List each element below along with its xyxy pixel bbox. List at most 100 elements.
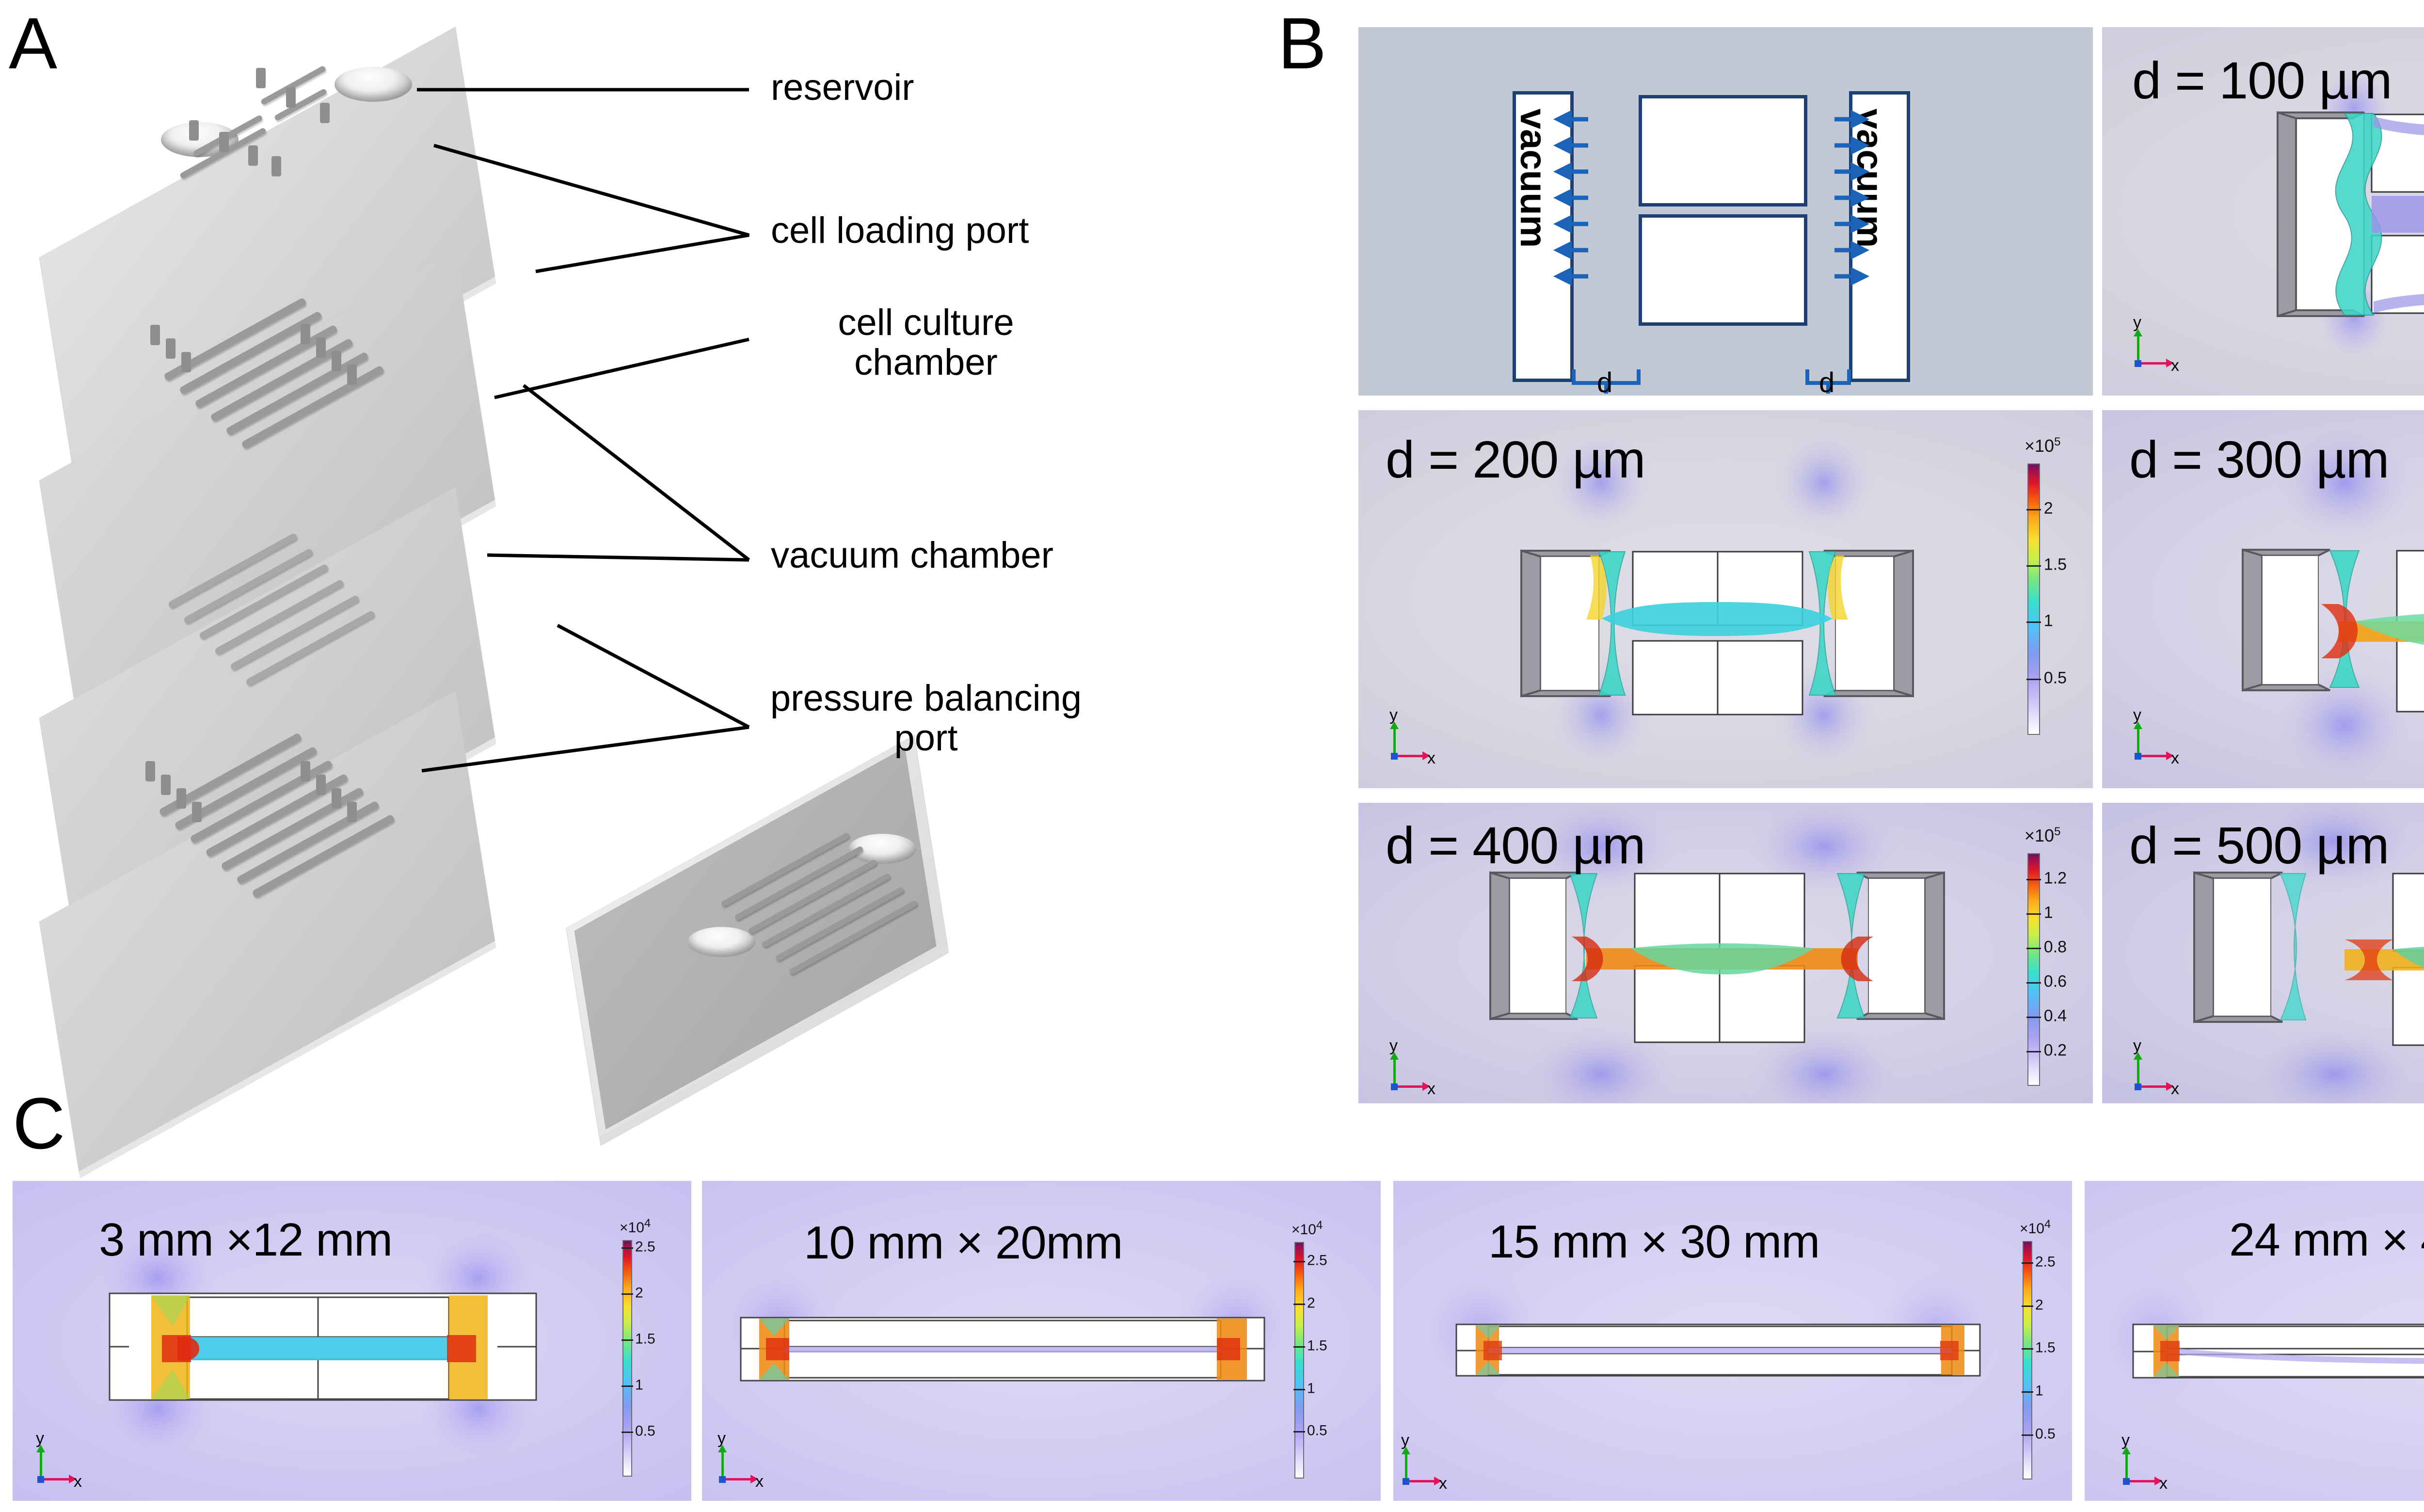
axes-triad: y x	[1400, 1431, 1453, 1493]
chamber-post	[301, 324, 310, 344]
axis-x-arrow	[1393, 1082, 1430, 1091]
axis-z-marker	[1391, 753, 1398, 760]
colorbar-tick: 1	[2043, 904, 2053, 923]
chamber-post	[332, 351, 341, 371]
axis-x-label: x	[1439, 1474, 1447, 1493]
colorbar-tick: 0.6	[2043, 972, 2067, 991]
sim-field	[2242, 420, 2424, 788]
axes-triad: y x	[35, 1429, 88, 1491]
colorbar-exponent: ×104	[1292, 1219, 1323, 1238]
axis-x-label: x	[755, 1472, 764, 1491]
axis-y-label: y	[718, 1429, 726, 1448]
colorbar-tick: 1	[1307, 1380, 1315, 1396]
axis-y-arrow	[2134, 1052, 2142, 1088]
sim-d-300: d = 300 µm y x ×105 1.4 1.2 1 0.8 0.6 0.…	[2102, 410, 2424, 788]
colorbar-tick: 2.5	[1307, 1252, 1327, 1269]
colorbar-tick: 2	[2043, 499, 2053, 518]
sim-field	[1520, 430, 1914, 769]
axis-y-label: y	[36, 1429, 44, 1448]
axis-x-arrow	[1393, 751, 1430, 760]
colorbar-3x12: ×104 2.5 2 1.5 1 0.5	[620, 1217, 655, 1477]
axis-z-marker	[2135, 360, 2141, 367]
colorbar-tick: 0.2	[2043, 1041, 2067, 1060]
axes-triad: y x	[2132, 1036, 2185, 1098]
axis-z-marker	[2123, 1478, 2130, 1485]
sim-10x20: 10 mm × 20mm y x ×104 2.5 2 1.5 1 0.5	[702, 1181, 1381, 1501]
colorbar-tick: 0.5	[635, 1423, 655, 1439]
colorbar-tick: 1.5	[1307, 1337, 1327, 1354]
axis-z-marker	[1391, 1083, 1398, 1090]
callout-pressure-balancing-port: pressure balancing port	[770, 678, 1082, 759]
colorbar-gradient	[1294, 1242, 1304, 1479]
axis-y-label: y	[2133, 313, 2141, 332]
colorbar-tick: 2	[1307, 1295, 1315, 1311]
callout-vacuum-chamber: vacuum chamber	[771, 535, 1053, 576]
colorbar-tick: 1	[635, 1377, 643, 1393]
axis-z-marker	[1403, 1478, 1409, 1485]
cell-culture-chamber-top	[1639, 95, 1807, 207]
loading-port-post	[286, 87, 296, 108]
axes-triad: y x	[2132, 313, 2185, 375]
colorbar-tick: 2.5	[635, 1238, 655, 1255]
axis-y-arrow	[718, 1445, 727, 1480]
callout-cell-culture-chamber: cell culture chamber	[838, 302, 1014, 383]
panel-c-letter: C	[13, 1082, 65, 1164]
assembled-reservoir	[687, 927, 755, 957]
layer-cell-culture	[29, 249, 601, 731]
axis-y-arrow	[1390, 1052, 1399, 1088]
colorbar-exponent: ×105	[2025, 435, 2061, 456]
sim-field	[2277, 65, 2424, 362]
colorbar-tick: 2	[635, 1285, 643, 1301]
colorbar-tick: 1.5	[2043, 555, 2067, 574]
colorbar-tick: 1.5	[2035, 1339, 2056, 1356]
axis-x-label: x	[1427, 1080, 1435, 1098]
sim-field	[2193, 803, 2424, 1103]
pressure-port-post	[316, 775, 326, 795]
colorbar-tick: 1.2	[2043, 869, 2067, 888]
sim-title: d = 200 µm	[1386, 430, 1646, 489]
axis-z-marker	[2135, 1083, 2141, 1090]
axis-x-arrow	[2125, 1477, 2162, 1485]
axis-y-arrow	[2134, 329, 2142, 365]
colorbar-exponent: ×104	[620, 1217, 651, 1236]
callout-reservoir: reservoir	[771, 67, 914, 108]
axes-triad: y x	[2132, 706, 2185, 767]
axis-x-arrow	[2137, 751, 2174, 760]
axis-y-label: y	[1389, 1036, 1398, 1055]
colorbar-tick: 2.5	[2035, 1254, 2056, 1270]
axis-x-arrow	[721, 1475, 758, 1483]
axis-y-label: y	[2121, 1431, 2130, 1449]
pressure-port-post	[145, 761, 155, 781]
axis-x-arrow	[1405, 1477, 1442, 1485]
colorbar-tick: 2	[2035, 1297, 2043, 1313]
callout-cell-loading-port: cell loading port	[771, 210, 1029, 251]
axis-x-arrow	[2137, 359, 2174, 367]
axis-x-label: x	[2159, 1474, 2168, 1493]
vacuum-schematic: vacuum vacuum d	[1358, 27, 2093, 396]
axis-y-arrow	[1402, 1447, 1410, 1482]
axis-y-arrow	[2122, 1447, 2131, 1482]
axis-z-marker	[2135, 753, 2141, 760]
panel-b-letter: B	[1278, 2, 1327, 84]
pressure-port-post	[192, 802, 202, 822]
pressure-port-post	[347, 802, 357, 822]
loading-port-post	[320, 103, 330, 123]
axes-triad: y x	[717, 1429, 770, 1491]
colorbar-exponent: ×104	[2020, 1218, 2051, 1237]
axis-y-arrow	[1390, 721, 1399, 757]
gap-label-right: d	[1819, 367, 1835, 396]
colorbar-tick: 0.5	[2035, 1425, 2056, 1442]
sim-title: 24 mm × 40 mm	[2229, 1214, 2424, 1266]
sim-3x12: 3 mm ×12 mm y x ×104 2.5 2 1.5 1 0.5	[13, 1181, 691, 1501]
pressure-port-post	[332, 788, 341, 809]
loading-port-post	[219, 132, 229, 152]
axis-z-marker	[719, 1476, 726, 1483]
axis-y-label: y	[1389, 706, 1398, 724]
colorbar-d-400: ×105 1.2 1 0.8 0.6 0.4 0.2	[2025, 825, 2067, 1086]
sim-title: 3 mm ×12 mm	[99, 1214, 393, 1266]
chamber-post	[150, 325, 160, 345]
panel-a-letter: A	[9, 2, 58, 84]
vacuum-chamber-right	[1849, 91, 1910, 382]
loading-port-post	[189, 120, 199, 141]
colorbar-tick: 1	[2043, 612, 2053, 631]
